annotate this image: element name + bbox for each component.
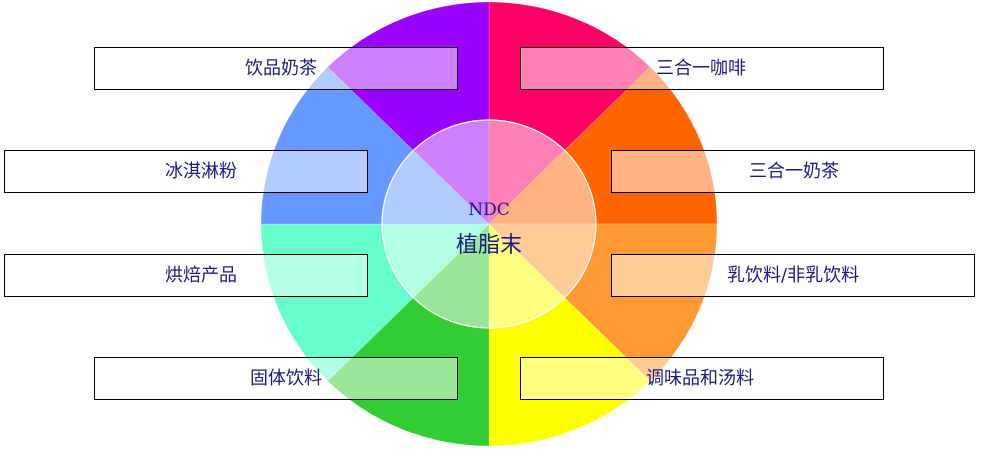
- label-box-3in1-coffee: 三合一咖啡: [520, 47, 884, 90]
- segment-label: 冰淇淋粉: [165, 161, 237, 182]
- label-box-ice-cream-powder: 冰淇淋粉: [4, 150, 368, 193]
- label-box-beverage-milk-tea: 饮品奶茶: [94, 47, 458, 90]
- segment-label: 三合一奶茶: [749, 161, 839, 182]
- segment-label: 三合一咖啡: [656, 58, 746, 79]
- segment-label: 乳饮料/非乳饮料: [727, 265, 860, 286]
- inner-circle: [381, 119, 597, 329]
- segment-label: 饮品奶茶: [245, 58, 317, 79]
- center-label-creamer: 植脂末: [455, 233, 522, 258]
- segment-label: 固体饮料: [250, 368, 322, 389]
- label-box-seasoning-soup: 调味品和汤料: [520, 357, 884, 400]
- center-label-ndc: NDC: [468, 200, 510, 220]
- label-box-dairy-drinks: 乳饮料/非乳饮料: [611, 254, 975, 297]
- segment-label: 烘焙产品: [165, 265, 237, 286]
- label-box-solid-beverage: 固体饮料: [94, 357, 458, 400]
- label-box-3in1-milk-tea: 三合一奶茶: [611, 150, 975, 193]
- label-box-bakery: 烘焙产品: [4, 254, 368, 297]
- segment-label: 调味品和汤料: [646, 368, 754, 389]
